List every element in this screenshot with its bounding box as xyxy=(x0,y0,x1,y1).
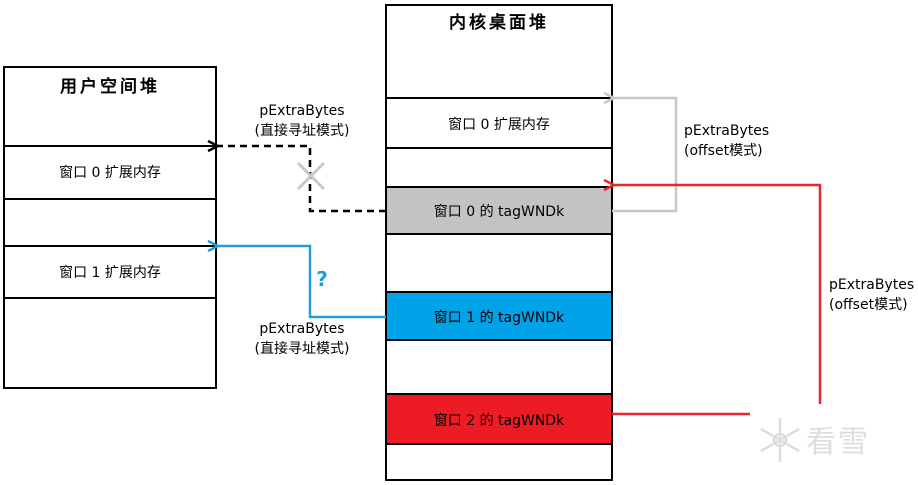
kernel-window2-tagwndk: 窗口 2 的 tagWNDk xyxy=(434,412,565,429)
kernel-window1-tagwndk: 窗口 1 的 tagWNDk xyxy=(434,309,565,326)
direct-top-label-2: (直接寻址模式) xyxy=(255,122,350,139)
watermark: 看雪 xyxy=(760,418,870,462)
offset-right-label-1: pExtraBytes xyxy=(829,277,914,293)
kernel-window1-tagwndk-cell xyxy=(386,292,612,340)
offset-top-label-2: (offset模式) xyxy=(684,143,763,159)
direct-arrow-dashed xyxy=(218,146,386,213)
direct-top-label-1: pExtraBytes xyxy=(259,103,344,119)
kernel-heap-frame xyxy=(385,4,613,481)
cross-icon xyxy=(296,161,326,191)
kernel-window2-tagwndk-cell xyxy=(386,394,612,444)
direct-bottom-label-2: (直接寻址模式) xyxy=(255,340,350,357)
user-heap-frame xyxy=(3,66,217,389)
watermark-text: 看雪 xyxy=(806,425,870,460)
offset-top-label-1: pExtraBytes xyxy=(684,123,769,139)
kernel-window0-extra-memory: 窗口 0 扩展内存 xyxy=(448,116,550,133)
kernel-heap-title: 内核桌面堆 xyxy=(449,12,549,33)
direct-bottom-label-1: pExtraBytes xyxy=(259,321,344,337)
offset-arrow-red xyxy=(614,185,822,404)
user-window1-extra-memory: 窗口 1 扩展内存 xyxy=(59,264,161,281)
direct-arrow-blue xyxy=(218,246,386,319)
snowflake-icon xyxy=(760,418,800,462)
user-heap: 用户空间堆 窗口 0 扩展内存 窗口 1 扩展内存 xyxy=(3,66,217,389)
user-heap-title: 用户空间堆 xyxy=(60,76,160,97)
offset-right-label-2: (offset模式) xyxy=(829,297,908,313)
offset-arrow-gray xyxy=(612,98,678,213)
question-mark: ? xyxy=(316,267,328,291)
kernel-window0-tagwndk-cell xyxy=(386,187,612,234)
user-window0-extra-memory: 窗口 0 扩展内存 xyxy=(59,164,161,181)
kernel-window0-tagwndk: 窗口 0 的 tagWNDk xyxy=(434,203,565,220)
kernel-heap: 内核桌面堆 窗口 0 扩展内存 窗口 0 的 tagWNDk 窗口 1 的 ta… xyxy=(385,4,613,481)
